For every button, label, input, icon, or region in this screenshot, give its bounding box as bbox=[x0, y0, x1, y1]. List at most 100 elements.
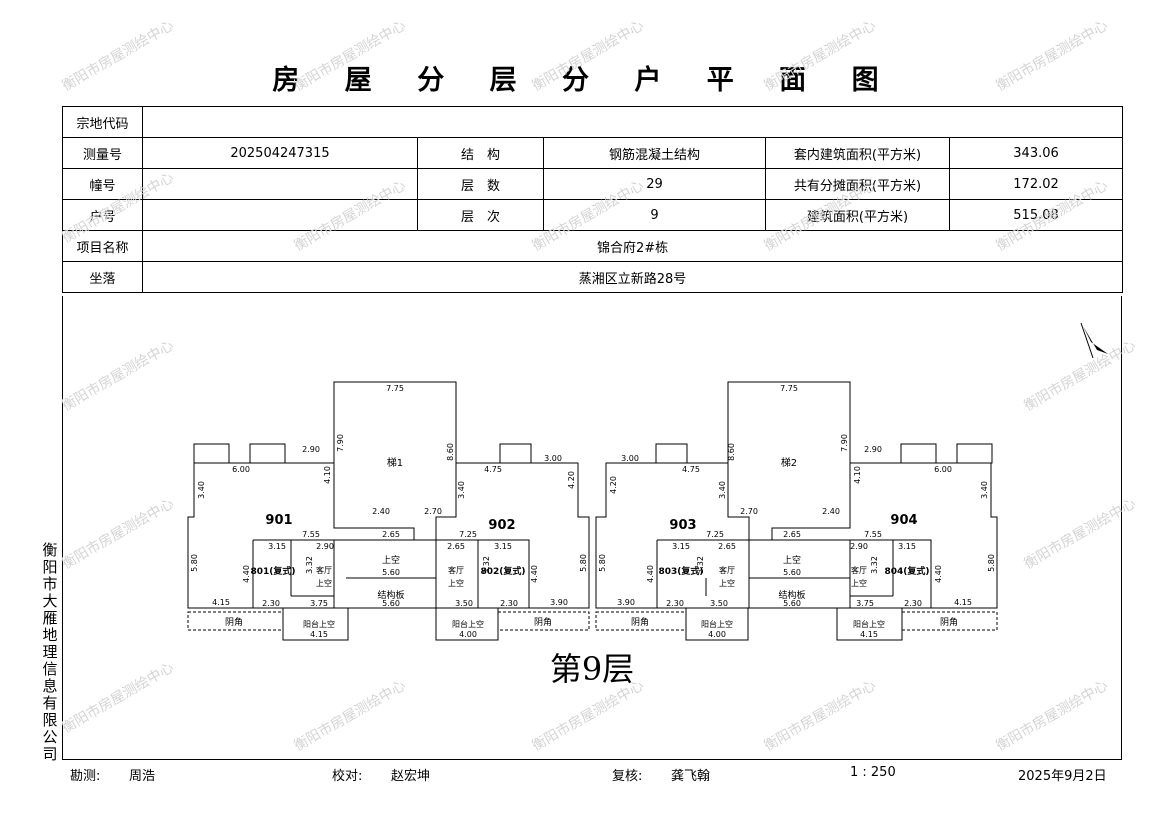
build-area-value: 515.08 bbox=[948, 199, 1124, 231]
dim-label: 4.40 bbox=[530, 565, 539, 583]
dim-label: 4.40 bbox=[242, 565, 251, 583]
dim-label: 3.15 bbox=[672, 542, 690, 551]
dim-label: 4.40 bbox=[934, 565, 943, 583]
survey-no-label: 测量号 bbox=[62, 137, 143, 169]
table-row: 幢号 层 数 29 共有分摊面积(平方米) 172.02 bbox=[62, 168, 1124, 200]
inner-area-label: 套内建筑面积(平方米) bbox=[765, 137, 950, 169]
void-label: 上空 bbox=[316, 578, 332, 588]
dim-label: 8.60 bbox=[446, 443, 455, 461]
dim-label: 5.60 bbox=[382, 599, 400, 608]
surveyor-name: 周浩 bbox=[129, 769, 156, 784]
dim-label: 3.32 bbox=[482, 556, 491, 574]
dim-label: 2.70 bbox=[424, 507, 442, 516]
dim-label: 8.60 bbox=[727, 443, 736, 461]
stair-label: 梯2 bbox=[781, 456, 797, 469]
balcony-void-label: 阳台上空 bbox=[303, 619, 335, 629]
dim-label: 3.50 bbox=[710, 599, 728, 608]
dim-label: 7.90 bbox=[840, 434, 849, 452]
dim-label: 2.90 bbox=[316, 542, 334, 551]
dim-label: 4.75 bbox=[682, 465, 700, 474]
dim-label: 3.75 bbox=[856, 599, 874, 608]
dim-label: 2.90 bbox=[302, 445, 320, 454]
dim-label: 2.65 bbox=[783, 530, 801, 539]
dim-label: 7.75 bbox=[386, 384, 404, 393]
dim-label: 2.65 bbox=[718, 542, 736, 551]
unit-902-label: 902 bbox=[488, 518, 515, 533]
dim-label: 3.15 bbox=[268, 542, 286, 551]
dim-label: 4.15 bbox=[310, 630, 328, 639]
balcony-void-label: 阳台上空 bbox=[701, 619, 733, 629]
dim-label: 4.10 bbox=[853, 466, 862, 484]
void-label: 上空 bbox=[448, 578, 464, 588]
dim-label: 7.25 bbox=[706, 530, 724, 539]
location-label: 坐落 bbox=[62, 261, 143, 293]
struct-value: 钢筋混凝土结构 bbox=[543, 137, 766, 169]
slab-label: 结构板 bbox=[377, 589, 404, 601]
living-label: 客厅 bbox=[851, 565, 867, 575]
floor-value: 9 bbox=[543, 199, 766, 231]
dim-label: 2.90 bbox=[850, 542, 868, 551]
void-label: 上空 bbox=[382, 554, 400, 566]
corner-label: 阴角 bbox=[225, 616, 243, 628]
east-outline bbox=[595, 381, 998, 609]
dim-label: 3.40 bbox=[457, 481, 466, 499]
dim-label: 2.30 bbox=[262, 599, 280, 608]
project-value: 锦合府2#栋 bbox=[141, 230, 1124, 262]
struct-label: 结 构 bbox=[417, 137, 544, 169]
table-row: 项目名称 锦合府2#栋 bbox=[62, 230, 1124, 262]
north-arrow-icon bbox=[1080, 322, 1108, 359]
reviewer-name: 龚飞翰 bbox=[671, 769, 711, 784]
sub-unit-label: 803(复式) bbox=[658, 565, 703, 577]
dim-label: 5.60 bbox=[783, 599, 801, 608]
unit-value bbox=[142, 199, 418, 231]
dim-label: 3.75 bbox=[310, 599, 328, 608]
floor-label: 层 次 bbox=[417, 199, 544, 231]
sub-unit-label: 802(复式) bbox=[480, 565, 525, 577]
living-label: 客厅 bbox=[448, 565, 464, 575]
dim-label: 5.60 bbox=[783, 568, 801, 577]
dim-label: 4.40 bbox=[646, 565, 655, 583]
page-title: 房 屋 分 层 分 户 平 面 图 bbox=[272, 65, 897, 96]
table-row: 坐落 蒸湘区立新路28号 bbox=[62, 261, 1124, 293]
living-label: 客厅 bbox=[316, 565, 332, 575]
zongdi-label: 宗地代码 bbox=[62, 106, 143, 138]
date: 2025年9月2日 bbox=[1018, 769, 1107, 784]
table-row: 测量号 202504247315 结 构 钢筋混凝土结构 套内建筑面积(平方米)… bbox=[62, 137, 1124, 169]
floor-label: 第9层 bbox=[550, 650, 634, 688]
dim-label: 3.32 bbox=[696, 556, 705, 574]
dim-label: 5.60 bbox=[382, 568, 400, 577]
dim-label: 4.15 bbox=[954, 598, 972, 607]
location-value: 蒸湘区立新路28号 bbox=[141, 261, 1124, 293]
zongdi-value bbox=[141, 106, 1124, 138]
checker-name: 赵宏坤 bbox=[391, 769, 431, 784]
dim-label: 3.40 bbox=[980, 481, 989, 499]
dim-label: 3.90 bbox=[550, 598, 568, 607]
dim-label: 2.65 bbox=[382, 530, 400, 539]
dim-label: 3.40 bbox=[197, 481, 206, 499]
stair-label: 梯1 bbox=[387, 456, 403, 469]
shared-area-label: 共有分摊面积(平方米) bbox=[765, 168, 950, 200]
dim-label: 3.32 bbox=[305, 556, 314, 574]
dim-label: 4.10 bbox=[323, 466, 332, 484]
west-partitions bbox=[252, 463, 530, 608]
unit-903-label: 903 bbox=[669, 518, 696, 533]
dim-label: 5.80 bbox=[190, 554, 199, 572]
dim-label: 7.90 bbox=[336, 434, 345, 452]
dim-label: 3.50 bbox=[455, 599, 473, 608]
info-table: 宗地代码 测量号 202504247315 结 构 钢筋混凝土结构 套内建筑面积… bbox=[62, 106, 1124, 293]
dim-label: 3.40 bbox=[718, 481, 727, 499]
sub-unit-label: 804(复式) bbox=[884, 565, 929, 577]
dim-label: 4.20 bbox=[567, 471, 576, 489]
dim-label: 4.75 bbox=[484, 465, 502, 474]
void-label: 上空 bbox=[851, 578, 867, 588]
dim-label: 2.90 bbox=[864, 445, 882, 454]
dim-label: 3.00 bbox=[544, 454, 562, 463]
east-partitions bbox=[656, 463, 932, 608]
dim-label: 4.00 bbox=[708, 630, 726, 639]
build-area-label: 建筑面积(平方米) bbox=[765, 199, 950, 231]
dim-label: 5.80 bbox=[987, 554, 996, 572]
dim-label: 2.30 bbox=[904, 599, 922, 608]
dim-label: 4.15 bbox=[212, 598, 230, 607]
building-label: 幢号 bbox=[62, 168, 143, 200]
dim-label: 7.25 bbox=[459, 530, 477, 539]
